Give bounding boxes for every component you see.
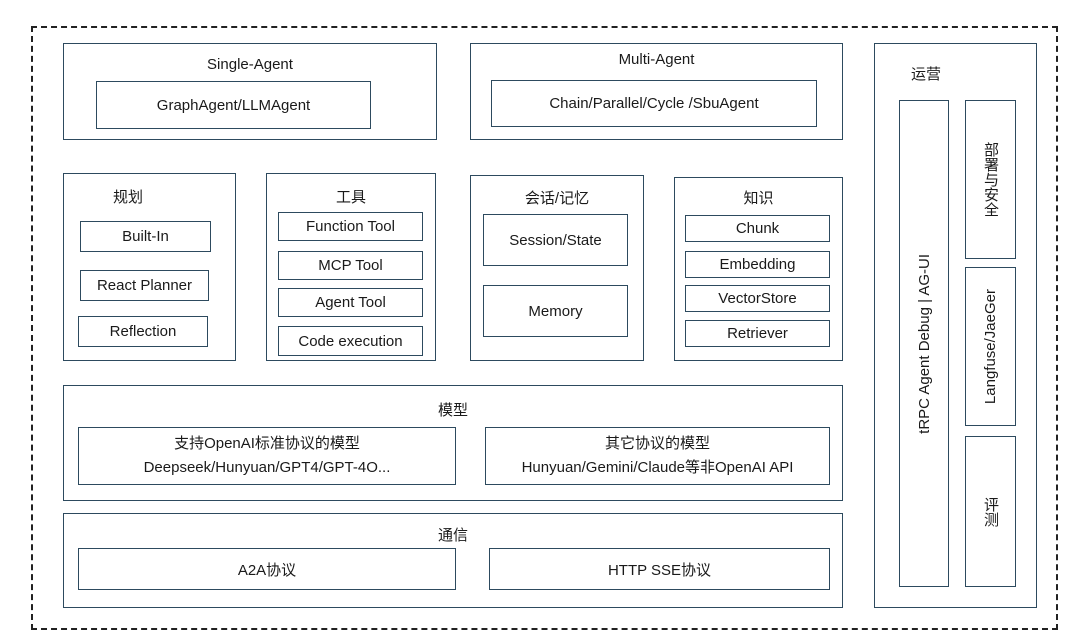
multi-agent-item: Chain/Parallel/Cycle /SbuAgent — [491, 80, 817, 127]
ops-debug-box: tRPC Agent Debug | AG-UI — [899, 100, 949, 587]
model-other-title: 其它协议的模型 — [604, 435, 710, 452]
tools-item: Code execution — [278, 326, 423, 356]
ops-deploy-label: 部署与安全 — [982, 142, 999, 217]
single-agent-title: Single-Agent — [207, 56, 293, 73]
ops-eval-box: 评测 — [965, 436, 1016, 587]
architecture-frame — [31, 26, 1058, 630]
planning-item: Built-In — [80, 221, 211, 252]
ops-trace-box: Langfuse/JaeGer — [965, 267, 1016, 426]
planning-title: 规划 — [113, 189, 144, 206]
planning-item: React Planner — [80, 270, 209, 301]
model-openai-box: 支持OpenAI标准协议的模型 Deepseek/Hunyuan/GPT4/GP… — [78, 427, 456, 485]
ops-deploy-box: 部署与安全 — [965, 100, 1016, 259]
ops-trace-label: Langfuse/JaeGer — [982, 288, 999, 405]
tools-item: MCP Tool — [278, 251, 423, 280]
tools-item: Agent Tool — [278, 288, 423, 317]
knowledge-item: Retriever — [685, 320, 830, 347]
ops-title: 运营 — [911, 66, 942, 83]
knowledge-item: Embedding — [685, 251, 830, 278]
ops-debug-label: tRPC Agent Debug | AG-UI — [915, 253, 933, 434]
model-openai-examples: Deepseek/Hunyuan/GPT4/GPT-4O... — [143, 459, 391, 476]
comm-item: A2A协议 — [78, 548, 456, 590]
session-title: 会话/记忆 — [524, 190, 590, 207]
model-other-box: 其它协议的模型 Hunyuan/Gemini/Claude等非OpenAI AP… — [485, 427, 830, 485]
model-openai-title: 支持OpenAI标准协议的模型 — [174, 435, 360, 452]
knowledge-title: 知识 — [743, 190, 774, 207]
knowledge-item: Chunk — [685, 215, 830, 242]
multi-agent-title: Multi-Agent — [618, 51, 695, 68]
model-title: 模型 — [437, 402, 468, 419]
comm-title: 通信 — [437, 527, 468, 544]
planning-item: Reflection — [78, 316, 208, 347]
ops-eval-label: 评测 — [982, 496, 999, 527]
session-item: Session/State — [483, 214, 628, 266]
tools-title: 工具 — [335, 189, 366, 206]
single-agent-item: GraphAgent/LLMAgent — [96, 81, 371, 129]
model-other-examples: Hunyuan/Gemini/Claude等非OpenAI API — [521, 459, 794, 476]
tools-item: Function Tool — [278, 212, 423, 241]
session-item: Memory — [483, 285, 628, 337]
comm-item: HTTP SSE协议 — [489, 548, 830, 590]
knowledge-item: VectorStore — [685, 285, 830, 312]
